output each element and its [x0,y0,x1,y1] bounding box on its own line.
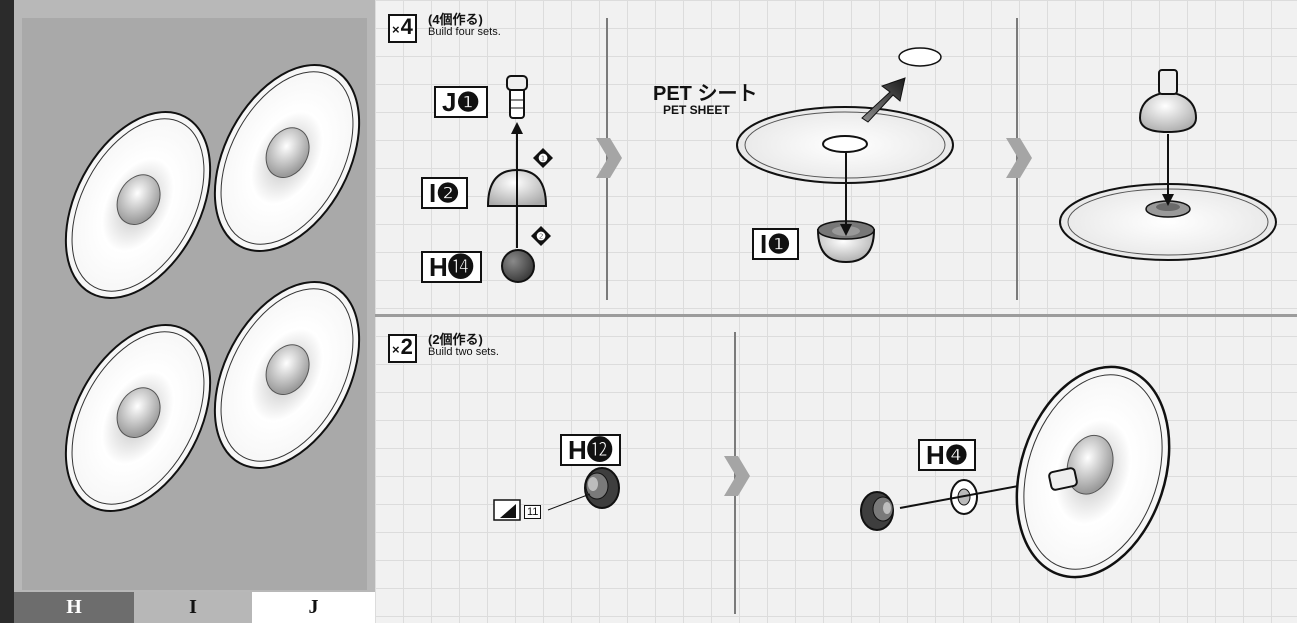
arrow-right-icon [1006,138,1032,178]
arrow-right-icon [596,138,622,178]
part-h14-ball [502,250,534,282]
arrow-up-icon [511,122,523,134]
sticker-icon [494,500,520,520]
order-marker-2-text: ❷ [536,231,546,243]
speaker-cone-assembled [991,347,1195,597]
part-j1-post [507,76,527,118]
order-marker-1-text: ❶ [538,153,548,165]
pet-sheet-cutout [899,48,941,66]
part-h12-knob [585,468,619,508]
part-h4-knob [861,492,893,530]
arrow-right-icon [724,456,750,496]
assembled-stand [1060,70,1276,260]
